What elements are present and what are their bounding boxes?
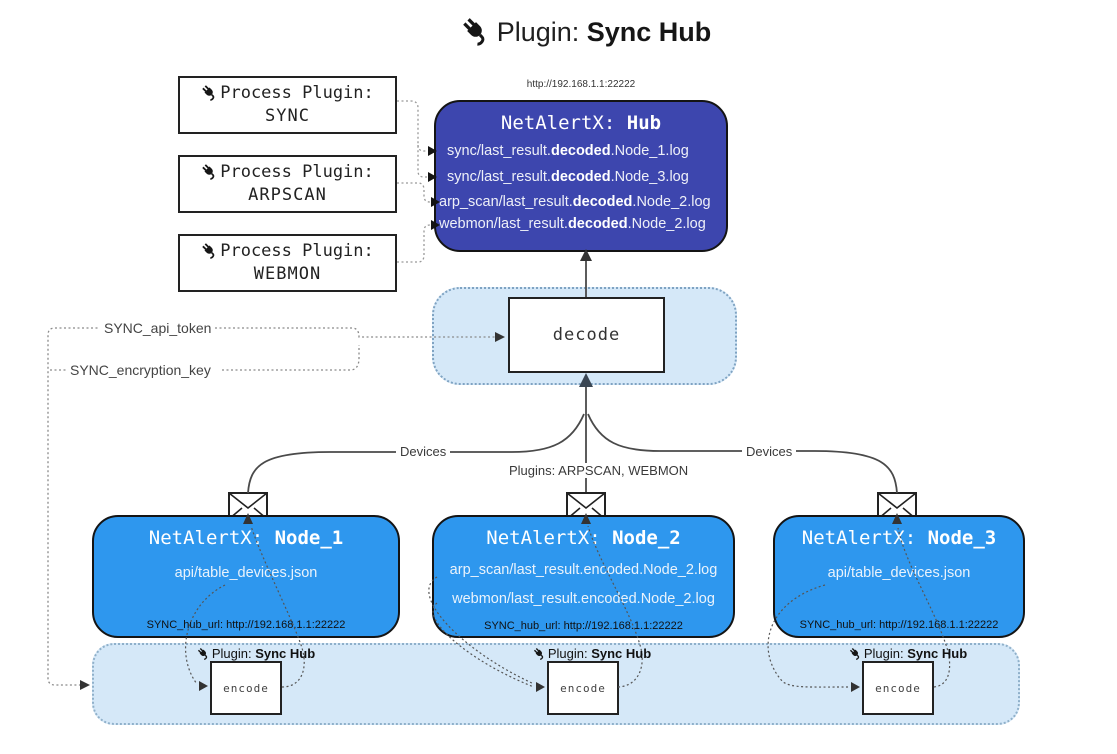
encode-box: encode — [862, 661, 934, 715]
hub-title-bold: Hub — [626, 112, 662, 134]
process-plugin-name: ARPSCAN — [248, 185, 327, 205]
process-plugin-label: Process Plugin: — [220, 162, 374, 182]
node3-title: NetAlertX: Node_3 — [801, 527, 997, 549]
node1-hub-url: SYNC_hub_url: http://192.168.1.1:22222 — [146, 619, 346, 631]
hub-title: NetAlertX: Hub — [434, 112, 728, 134]
hub-url-label: http://192.168.1.1:22222 — [526, 79, 636, 90]
hub-log-line: arp_scan/last_result.decoded.Node_2.log — [439, 194, 711, 210]
node1-file: api/table_devices.json — [174, 565, 318, 581]
process-plugin-name: SYNC — [265, 106, 310, 126]
plug-icon — [200, 83, 218, 102]
encode-box: encode — [547, 661, 619, 715]
plug-icon — [200, 162, 218, 181]
node3-file: api/table_devices.json — [827, 565, 971, 581]
hub-log-line: sync/last_result.decoded.Node_1.log — [447, 143, 689, 159]
hub-box — [434, 100, 728, 252]
hub-log-line: sync/last_result.decoded.Node_3.log — [447, 169, 689, 185]
node2-file: webmon/last_result.encoded.Node_2.log — [452, 591, 715, 607]
page-title-prefix: Plugin: — [496, 17, 587, 47]
process-plugin-name: WEBMON — [253, 264, 322, 284]
hub-log-line: webmon/last_result.decoded.Node_2.log — [439, 216, 706, 232]
page-title-bold: Sync Hub — [586, 17, 712, 47]
plug-icon — [458, 15, 491, 47]
hub-title-prefix: NetAlertX: — [500, 112, 627, 134]
node3-hub-url: SYNC_hub_url: http://192.168.1.1:22222 — [799, 619, 999, 631]
process-plugin-box-sync: Process Plugin: SYNC — [178, 76, 397, 134]
node2-file: arp_scan/last_result.encoded.Node_2.log — [449, 562, 718, 578]
node2-hub-url: SYNC_hub_url: http://192.168.1.1:22222 — [484, 620, 683, 632]
process-plugin-box-arpscan: Process Plugin: ARPSCAN — [178, 155, 397, 213]
page-title: Plugin: Sync Hub — [0, 15, 1117, 48]
node1-title: NetAlertX: Node_1 — [148, 527, 344, 549]
decode-box: decode — [508, 297, 665, 373]
plug-icon — [200, 241, 218, 260]
process-plugin-label: Process Plugin: — [220, 83, 374, 103]
encode-box: encode — [210, 661, 282, 715]
process-plugin-label: Process Plugin: — [220, 241, 374, 261]
process-plugin-box-webmon: Process Plugin: WEBMON — [178, 234, 397, 292]
node1-box — [92, 515, 400, 638]
node2-title: NetAlertX: Node_2 — [486, 527, 681, 549]
